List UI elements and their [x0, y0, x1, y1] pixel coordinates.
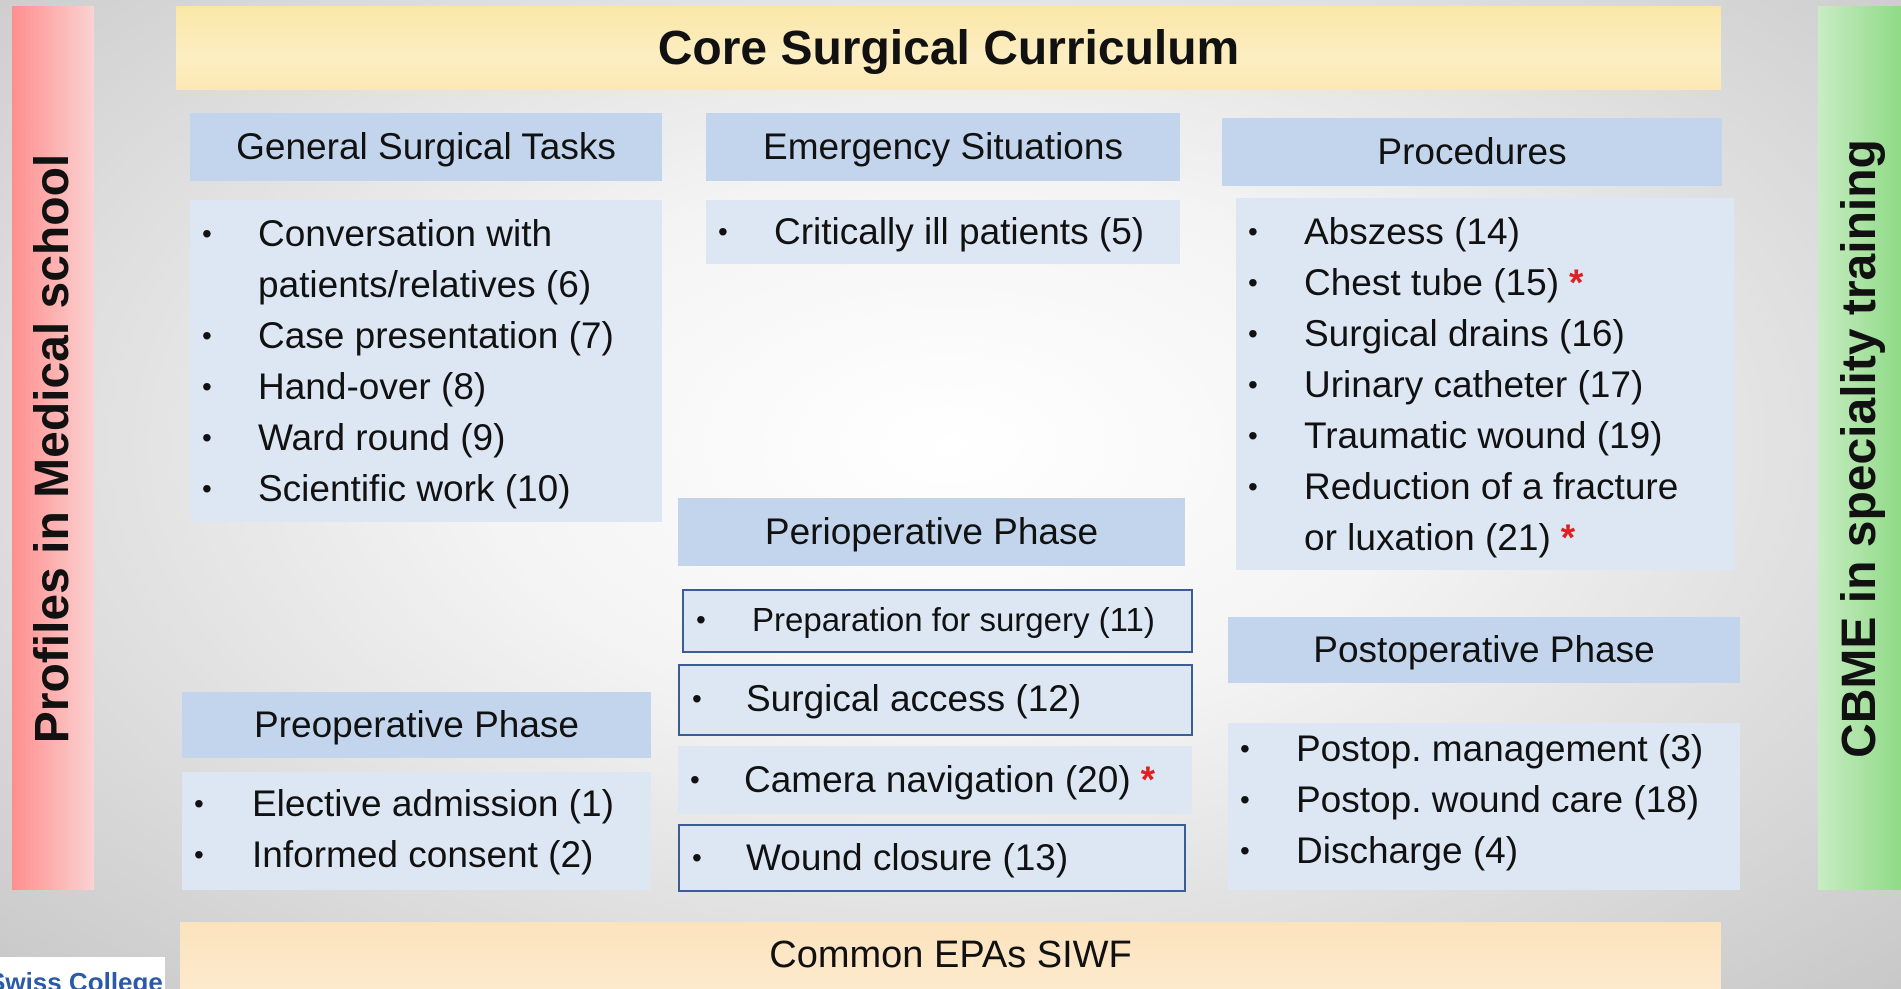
list-item: Surgical drains (16): [1236, 308, 1734, 359]
logo-text: Swiss College: [0, 967, 163, 989]
list-item-text: or luxation (21): [1304, 517, 1551, 558]
perioperative-item-box: Wound closure (13): [678, 824, 1186, 892]
list-item: Case presentation (7): [190, 310, 662, 361]
list-item-text: Conversation with: [258, 213, 553, 254]
general-tasks-list: Conversation with patients/relatives (6)…: [190, 200, 662, 522]
list-item: Conversation with: [190, 208, 662, 259]
list-item: Discharge (4): [1228, 825, 1740, 876]
preoperative-header: Preoperative Phase: [182, 692, 651, 758]
list-item: Scientific work (10): [190, 463, 662, 514]
list-item-text: patients/relatives (6): [258, 264, 592, 305]
list-item-text: Camera navigation (20): [744, 759, 1131, 800]
procedures-header: Procedures: [1222, 118, 1722, 186]
postoperative-header: Postoperative Phase: [1228, 617, 1740, 683]
list-item-text: Traumatic wound (19): [1304, 415, 1663, 456]
list-item: Informed consent (2): [182, 829, 651, 880]
list-item-text: Scientific work (10): [258, 468, 571, 509]
college-logo: Swiss College: [0, 957, 165, 989]
list-item-text: Preparation for surgery (11): [752, 601, 1155, 638]
asterisk-marker: *: [1569, 262, 1584, 303]
general-tasks-header: General Surgical Tasks: [190, 113, 662, 181]
left-bar-medical-school: Profiles in Medical school: [12, 6, 94, 890]
list-item-text: Hand-over (8): [258, 366, 487, 407]
list-item-text: Case presentation (7): [258, 315, 614, 356]
list-item-text: Postop. management (3): [1296, 728, 1704, 769]
perioperative-item-box: Surgical access (12): [678, 664, 1193, 736]
list-item: Urinary catheter (17): [1236, 359, 1734, 410]
perioperative-header: Perioperative Phase: [678, 498, 1185, 566]
list-item: Wound closure (13): [680, 826, 1184, 890]
list-item: Postop. management (3): [1228, 723, 1740, 774]
asterisk-marker: *: [1560, 517, 1576, 558]
list-item-continuation: patients/relatives (6): [190, 259, 662, 310]
list-item-text: Abszess (14): [1304, 211, 1520, 252]
list-item: Surgical access (12): [680, 666, 1191, 732]
list-item-text: Wound closure (13): [746, 837, 1069, 878]
list-item-text: Ward round (9): [258, 417, 506, 458]
list-item-continuation: or luxation (21)*: [1236, 512, 1734, 563]
perioperative-item-box: Camera navigation (20)*: [678, 746, 1192, 814]
list-item-text: Critically ill patients (5): [774, 211, 1145, 252]
list-item: Traumatic wound (19): [1236, 410, 1734, 461]
list-item: Reduction of a fracture: [1236, 461, 1734, 512]
list-item: Elective admission (1): [182, 778, 651, 829]
perioperative-item-box: Preparation for surgery (11): [682, 589, 1193, 653]
list-item-text: Reduction of a fracture: [1304, 466, 1679, 507]
list-item: Chest tube (15)*: [1236, 257, 1734, 308]
left-bar-label: Profiles in Medical school: [26, 153, 80, 743]
list-item-text: Postop. wound care (18): [1296, 779, 1700, 820]
list-item: Camera navigation (20)*: [678, 746, 1192, 814]
emergency-header: Emergency Situations: [706, 113, 1180, 181]
right-bar-speciality-training: CBME in speciality training: [1818, 6, 1901, 890]
list-item-text: Urinary catheter (17): [1304, 364, 1644, 405]
emergency-list: Critically ill patients (5): [706, 200, 1180, 264]
list-item-text: Surgical drains (16): [1304, 313, 1625, 354]
list-item-text: Informed consent (2): [252, 834, 594, 875]
list-item: Hand-over (8): [190, 361, 662, 412]
common-epas-footer: Common EPAs SIWF: [180, 922, 1721, 989]
procedures-list: Abszess (14) Chest tube (15)* Surgical d…: [1236, 198, 1734, 570]
list-item: Postop. wound care (18): [1228, 774, 1740, 825]
list-item-text: Elective admission (1): [252, 783, 614, 824]
asterisk-marker: *: [1140, 759, 1156, 800]
list-item: Preparation for surgery (11): [684, 591, 1191, 649]
postoperative-list: Postop. management (3) Postop. wound car…: [1228, 723, 1740, 890]
list-item: Abszess (14): [1236, 206, 1734, 257]
list-item-text: Surgical access (12): [746, 678, 1082, 719]
list-item: Ward round (9): [190, 412, 662, 463]
right-bar-label: CBME in speciality training: [1833, 138, 1886, 758]
list-item-text: Chest tube (15): [1304, 262, 1560, 303]
list-item: Critically ill patients (5): [706, 206, 1180, 257]
preoperative-list: Elective admission (1) Informed consent …: [182, 772, 651, 890]
curriculum-title: Core Surgical Curriculum: [176, 6, 1721, 90]
list-item-text: Discharge (4): [1296, 830, 1519, 871]
